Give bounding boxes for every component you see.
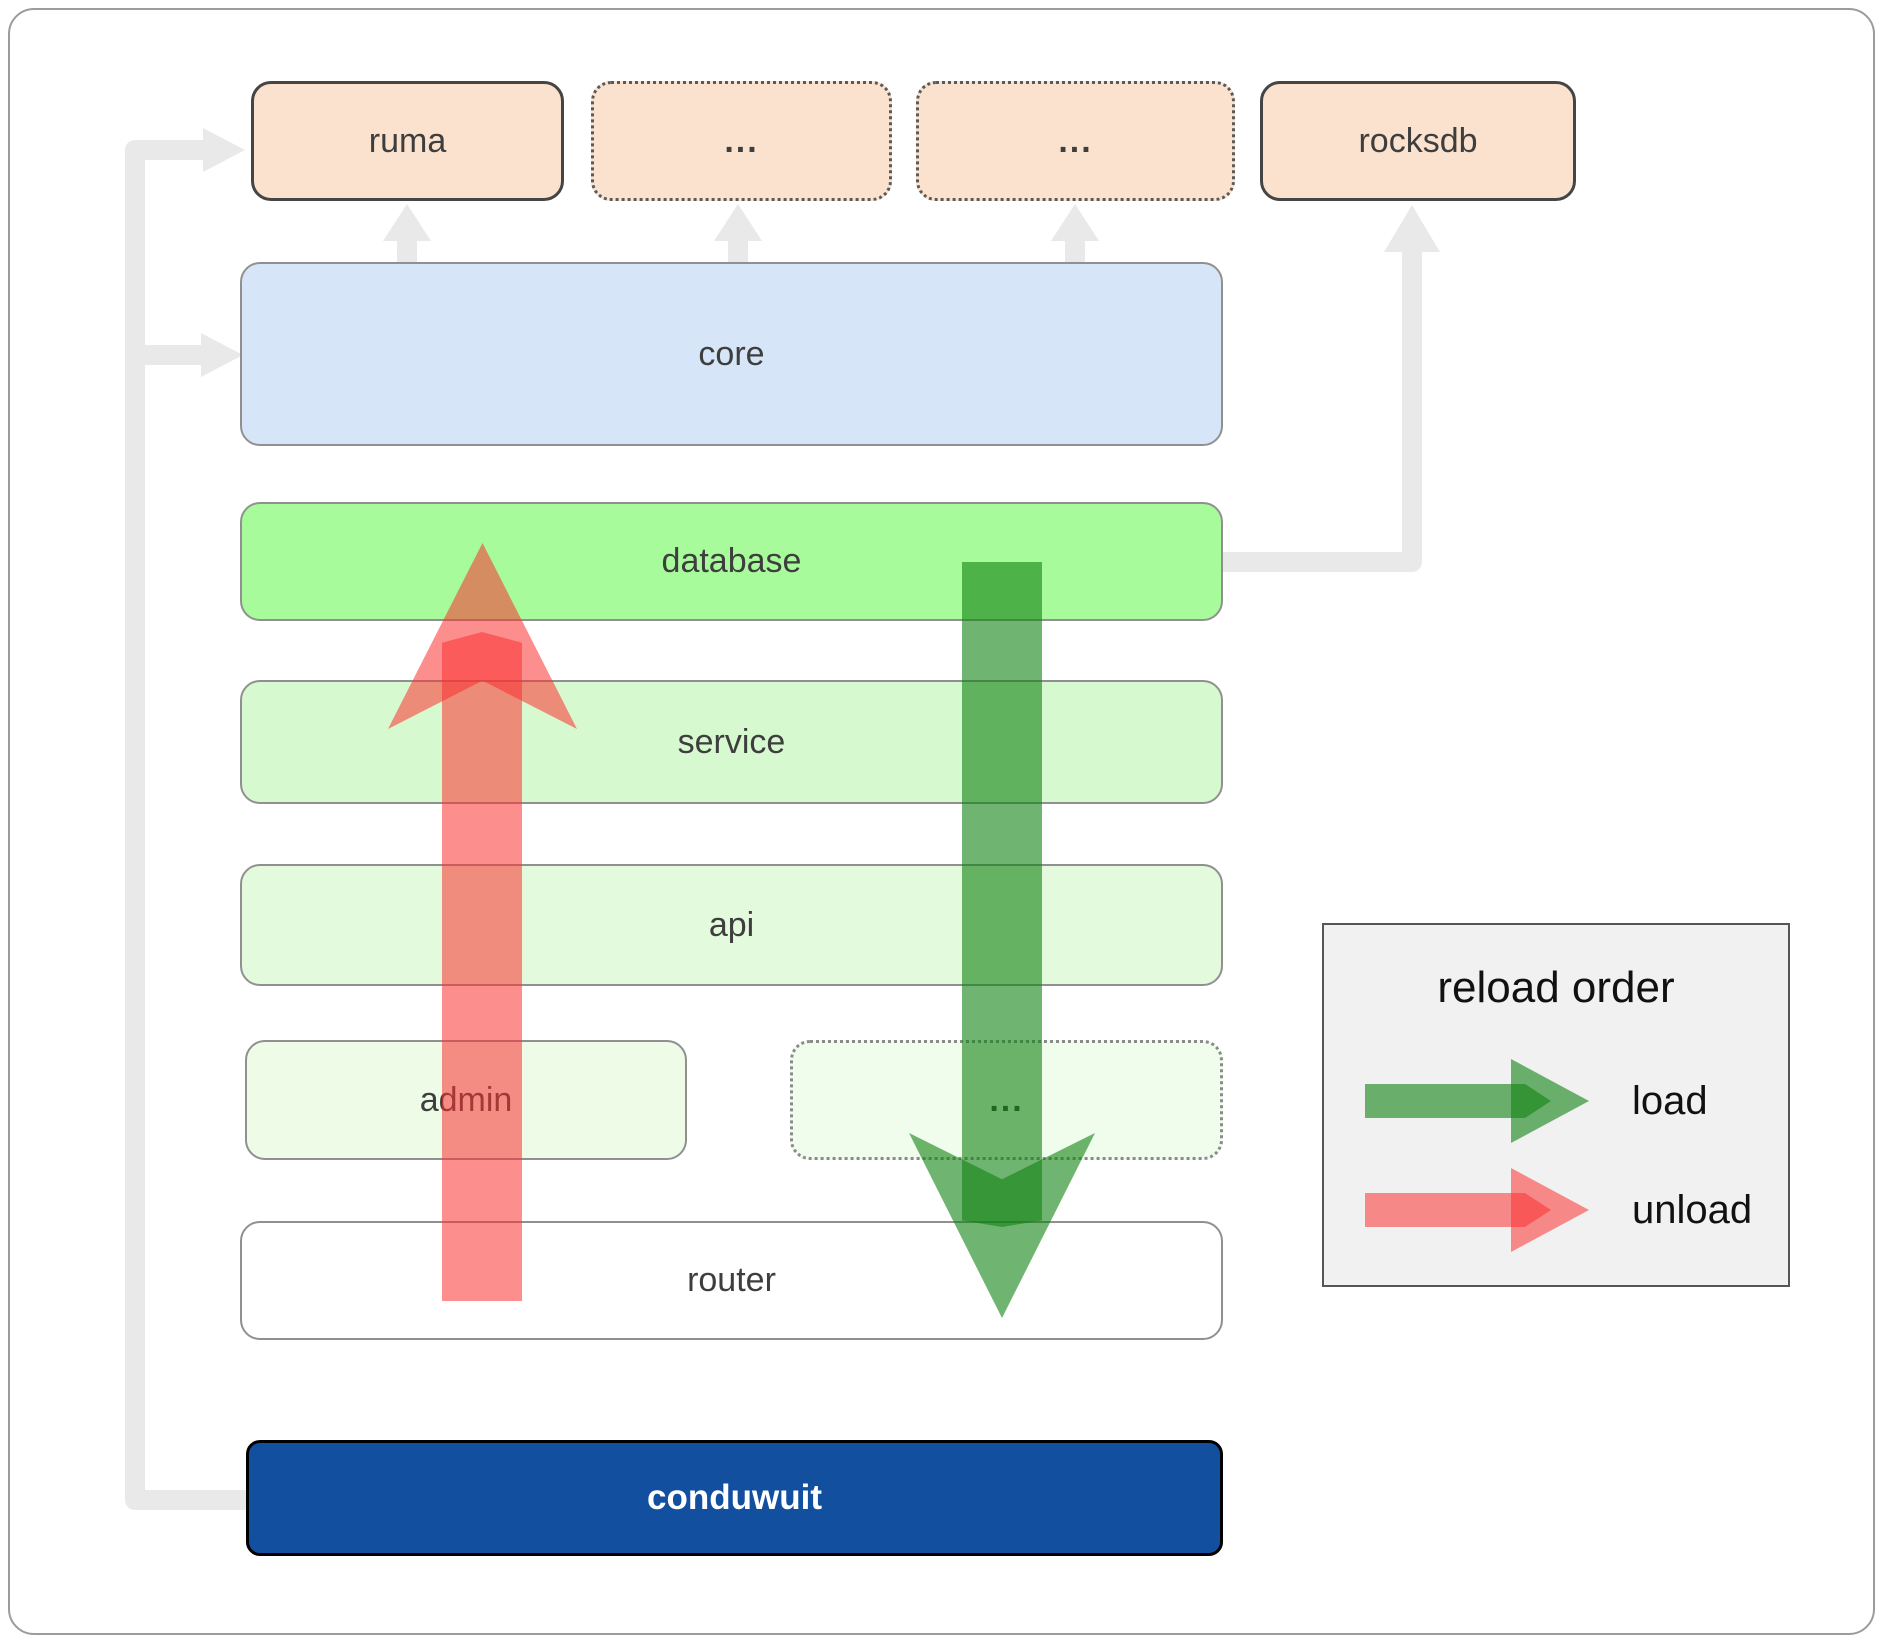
node-rocksdb: rocksdb [1260, 81, 1576, 201]
node-top-more-1: ... [591, 81, 892, 201]
connector-database-to-rocksdb [1223, 252, 1422, 572]
node-router-label: router [687, 1261, 776, 1299]
node-top-more-2-label: ... [1058, 121, 1093, 160]
legend-reload-order: reload order load unload [1322, 923, 1790, 1287]
node-top-more-2: ... [916, 81, 1235, 201]
node-router: router [240, 1221, 1223, 1340]
arrowhead-core-ruma-icon [383, 204, 431, 241]
node-ruma: ruma [251, 81, 564, 201]
arrowhead-into-rocksdb-icon [1384, 205, 1440, 252]
load-arrow-shaft [962, 562, 1042, 1227]
node-ruma-label: ruma [368, 121, 447, 160]
connector-conduwuit-to-ruma [125, 140, 246, 1510]
node-conduwuit-label: conduwuit [647, 1478, 822, 1517]
legend-unload-arrow-icon [1511, 1168, 1589, 1252]
node-core: core [240, 262, 1223, 446]
node-service-label: service [677, 722, 786, 761]
arrowhead-into-ruma-icon [203, 128, 245, 172]
legend-title: reload order [1437, 963, 1675, 1012]
node-service: service [240, 680, 1223, 804]
legend-load-label: load [1632, 1078, 1708, 1123]
legend-unload-label: unload [1632, 1187, 1753, 1232]
node-top-more-1-label: ... [724, 121, 759, 160]
node-api: api [240, 864, 1223, 986]
node-rocksdb-label: rocksdb [1358, 121, 1478, 160]
arrowhead-into-core-icon [201, 333, 243, 377]
node-database: database [240, 502, 1223, 621]
node-conduwuit: conduwuit [246, 1440, 1223, 1556]
node-api-label: api [708, 905, 755, 944]
arrowhead-core-more2-icon [1051, 204, 1099, 241]
node-database-label: database [661, 542, 802, 580]
unload-arrow-shaft [442, 632, 522, 1301]
node-core-label: core [698, 334, 765, 373]
legend-load-arrow-icon [1511, 1059, 1589, 1143]
arrowhead-core-more1-icon [714, 204, 762, 241]
